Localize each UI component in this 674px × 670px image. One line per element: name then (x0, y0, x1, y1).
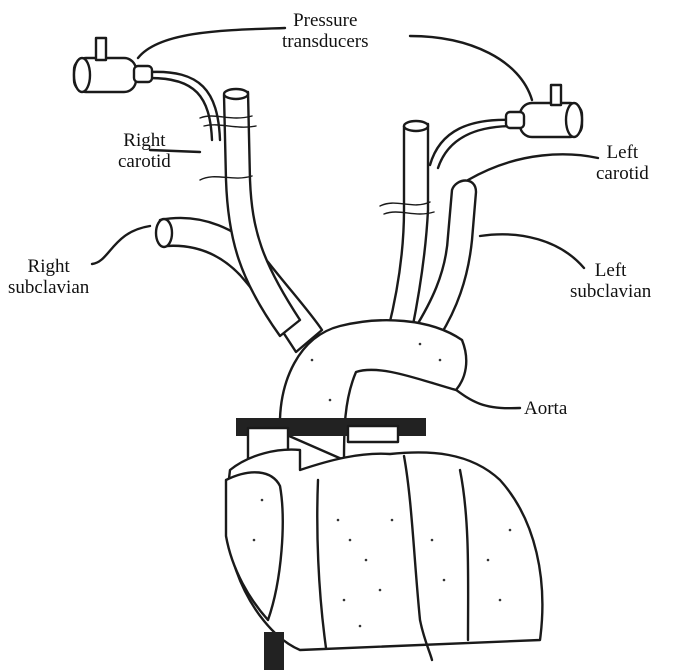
leader-pressure-left (138, 28, 285, 58)
leader-right-subclavian (92, 226, 150, 264)
label-left-carotid: Left carotid (596, 142, 649, 184)
label-right-subclavian: Right subclavian (8, 256, 89, 298)
leader-left-subclavian (480, 234, 584, 268)
pressure-transducer-right (506, 85, 582, 137)
label-left-subclavian: Left subclavian (570, 260, 651, 302)
label-aorta: Aorta (524, 398, 567, 419)
descending-vessel (264, 632, 284, 670)
left-carotid-end (404, 121, 428, 131)
right-subclavian-end (156, 219, 172, 247)
label-pressure-transducers: Pressure transducers (282, 10, 369, 52)
right-atrium (226, 472, 283, 620)
label-right-carotid: Right carotid (118, 130, 171, 172)
left-carotid-vessel (388, 124, 428, 330)
left-tubing-inner (438, 126, 514, 168)
pulmonary-trunk (348, 426, 398, 442)
right-carotid-end (224, 89, 248, 99)
leader-left-carotid (468, 154, 598, 180)
leader-pressure-right (410, 36, 532, 100)
pressure-transducer-left (74, 38, 152, 92)
